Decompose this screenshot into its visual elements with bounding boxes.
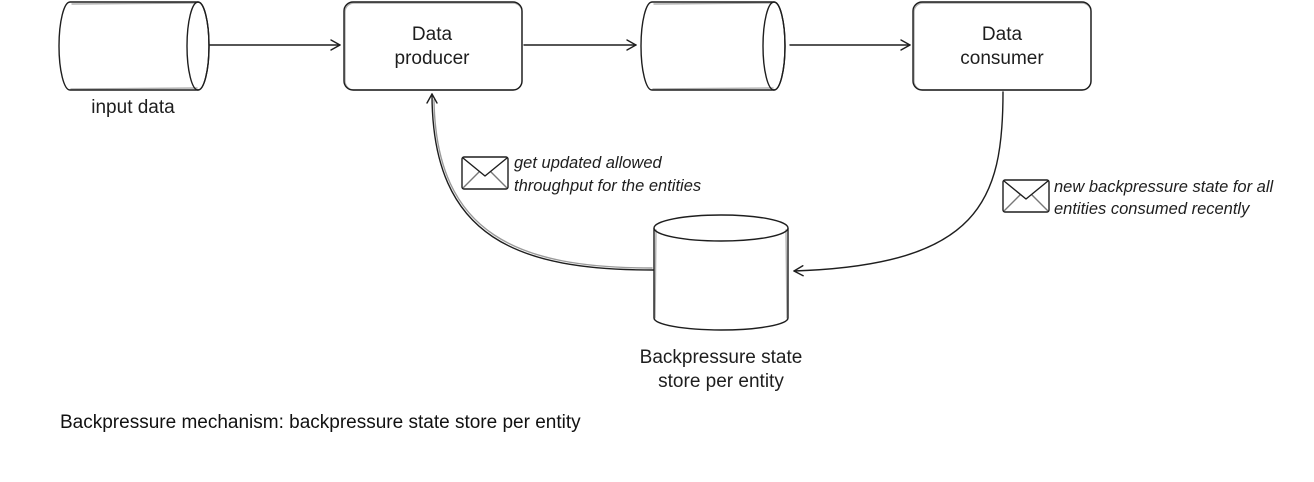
data-producer-label-line2: producer <box>395 48 471 69</box>
state-store-label-line2: store per entity <box>658 371 784 392</box>
diagram-caption: Backpressure mechanism: backpressure sta… <box>60 412 581 433</box>
arrow-consumer-to-store <box>793 91 1004 277</box>
envelope-icon <box>1002 179 1050 213</box>
message-from-consumer-line2: entities consumed recently <box>1054 200 1251 218</box>
queue-cylinder <box>640 1 786 91</box>
data-producer-label-line1: Data <box>412 24 453 45</box>
message-from-consumer-line1: new backpressure state for all <box>1054 178 1275 196</box>
data-consumer-label-line2: consumer <box>960 48 1044 69</box>
envelope-icon <box>461 156 509 190</box>
arrow-store-to-producer <box>426 93 655 271</box>
state-store-label-line1: Backpressure state <box>640 347 803 368</box>
arrow-store-to-producer-sketch <box>433 99 653 269</box>
input-data-cylinder <box>58 1 210 91</box>
state-store-cylinder <box>653 214 789 331</box>
data-consumer-label-line1: Data <box>982 24 1023 45</box>
message-to-producer-line2: throughput for the entities <box>514 177 701 195</box>
data-consumer-box: Data consumer <box>912 1 1092 91</box>
data-producer-box: Data producer <box>343 1 523 91</box>
message-to-producer-line1: get updated allowed <box>514 154 663 172</box>
input-data-label: input data <box>91 97 175 118</box>
